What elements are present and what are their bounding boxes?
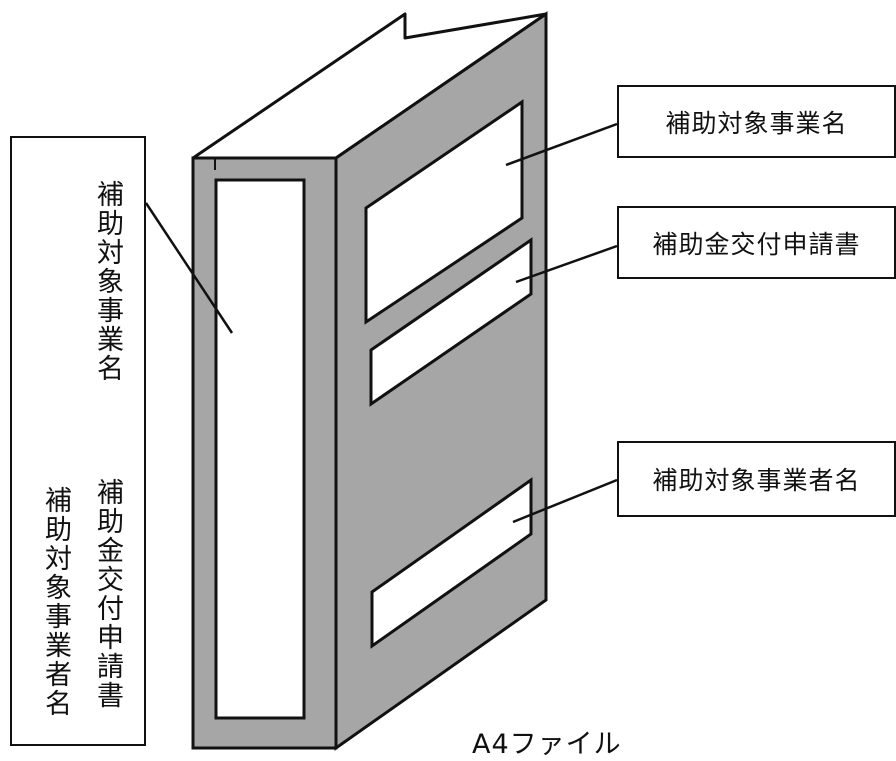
callout-project-name: 補助対象事業名	[617, 85, 896, 158]
leader-line-project	[505, 122, 618, 167]
spine-applicant-name: 補助対象事業者名	[40, 486, 71, 718]
leader-line-application	[515, 244, 618, 284]
spine-label-window	[214, 178, 306, 720]
spine-label-enlarged: 補助対象事業名 補助金交付申請書 補助対象事業者名	[10, 136, 146, 746]
cover-title-window	[364, 99, 524, 325]
leader-line-spine	[144, 202, 234, 334]
cover-document-window	[369, 237, 533, 407]
leader-line-applicant	[512, 478, 618, 524]
callout-application-form: 補助金交付申請書	[617, 206, 896, 279]
callout-applicant-name: 補助対象事業者名	[617, 441, 896, 517]
cover-applicant-window	[370, 477, 533, 649]
spine-document-name: 補助金交付申請書	[92, 478, 123, 710]
binder-caption: A4ファイル	[472, 729, 622, 760]
spine-subject-name: 補助対象事業名	[92, 180, 123, 383]
